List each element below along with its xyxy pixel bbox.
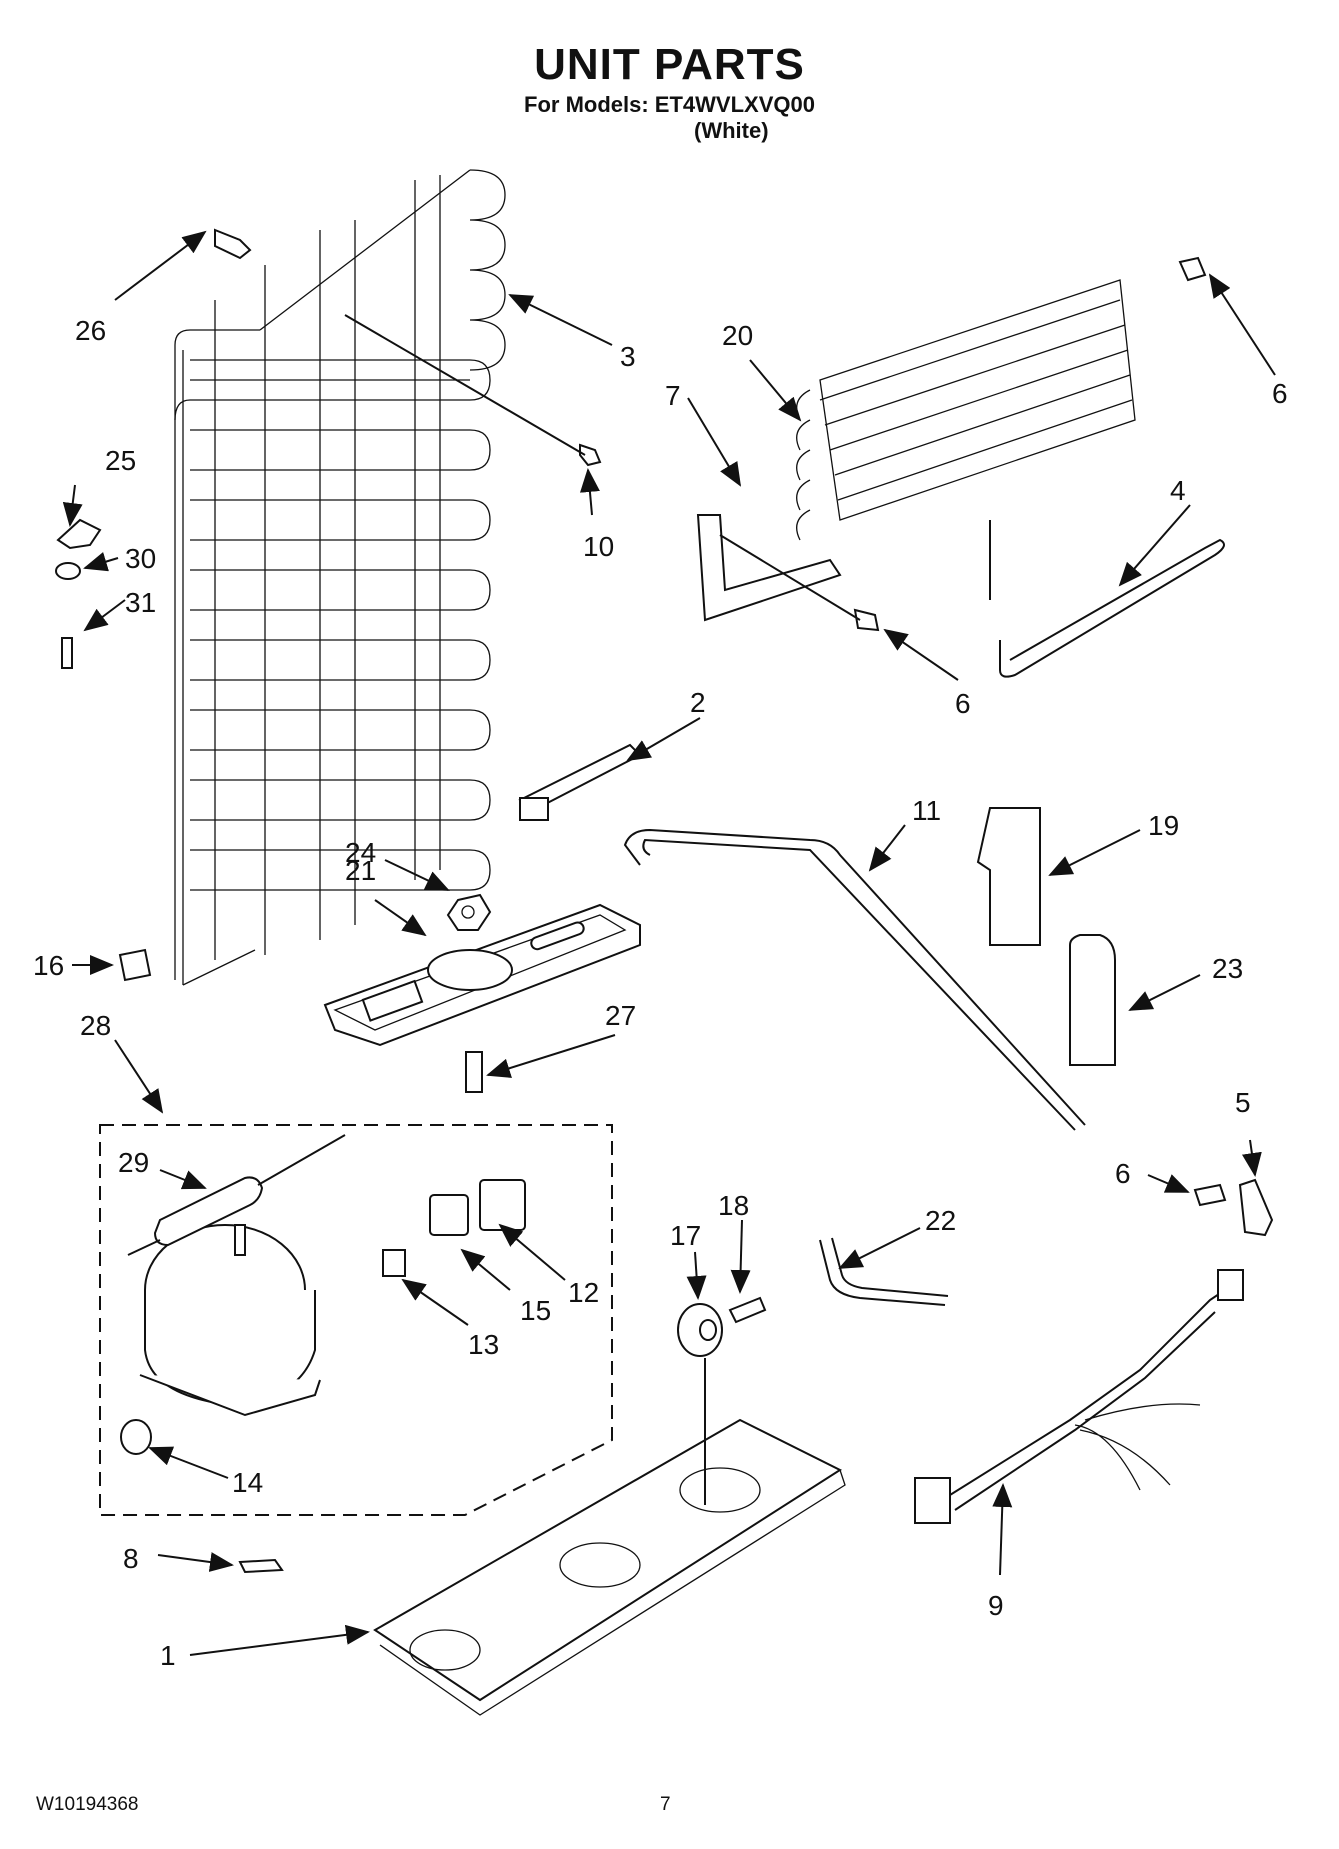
foam-block-19: [976, 807, 1041, 946]
callout-6-mid: 6: [955, 688, 971, 719]
callout-23: 23: [1212, 953, 1243, 984]
callout-2: 2: [690, 687, 706, 718]
nut: [446, 893, 492, 931]
callout-26: 26: [75, 315, 106, 346]
callout-5: 5: [1235, 1087, 1251, 1118]
callout-13: 13: [468, 1329, 499, 1360]
foam-block-23: [1069, 934, 1116, 1066]
page-number: 7: [660, 1794, 671, 1815]
drain-tube-connector: [465, 1051, 483, 1093]
roller: [677, 1296, 767, 1357]
callout-25: 25: [105, 445, 136, 476]
callout-16: 16: [33, 950, 64, 981]
callout-7: 7: [665, 380, 681, 411]
grommet: [120, 1419, 152, 1455]
screw-6-right: [1193, 1183, 1227, 1207]
callout-6-right: 6: [1115, 1158, 1131, 1189]
clip-8: [238, 1558, 284, 1574]
callout-21: 21: [345, 855, 376, 886]
callout-10: 10: [583, 531, 614, 562]
wire-harness: [914, 1269, 1244, 1524]
callout-6-top: 6: [1272, 378, 1288, 409]
bracket: [1238, 1178, 1274, 1237]
callout-1: 1: [160, 1640, 176, 1671]
callout-20: 20: [722, 320, 753, 351]
screw-6-mid: [853, 608, 880, 632]
screw-31: [61, 637, 73, 669]
callout-9: 9: [988, 1590, 1004, 1621]
condenser: [174, 169, 506, 986]
callout-11: 11: [912, 795, 941, 826]
callout-31: 31: [125, 587, 156, 618]
relay: [479, 1179, 526, 1231]
callout-22: 22: [925, 1205, 956, 1236]
screw-6-top: [1178, 256, 1207, 282]
screw-26: [214, 228, 252, 260]
callout-28: 28: [80, 1010, 111, 1041]
callout-17: 17: [670, 1220, 701, 1251]
base-plate: [373, 1418, 846, 1716]
page-title: UNIT PARTS: [534, 40, 805, 89]
callout-3: 3: [620, 341, 636, 372]
defrost-heater: [989, 520, 1225, 678]
callout-30: 30: [125, 543, 156, 574]
drain-tube: [623, 828, 1086, 1131]
compressor: [139, 1224, 321, 1417]
drain-trough: [696, 514, 842, 622]
clip-16: [118, 948, 152, 982]
callout-19: 19: [1148, 810, 1179, 841]
overload: [429, 1194, 469, 1236]
screw-10: [579, 443, 602, 467]
thermistor: [518, 743, 642, 821]
callout-8: 8: [123, 1543, 139, 1574]
drain-pan: [323, 903, 641, 1047]
callout-4: 4: [1170, 475, 1186, 506]
document-number: W10194368: [36, 1794, 139, 1815]
terminal-13: [382, 1249, 406, 1277]
process-tube: [819, 1237, 949, 1306]
models-line: For Models: ET4WVLXVQ00: [524, 92, 815, 117]
callout-18: 18: [718, 1190, 749, 1221]
callout-27: 27: [605, 1000, 636, 1031]
drier: [127, 1134, 346, 1256]
callout-12: 12: [568, 1277, 599, 1308]
callout-24: 24: [345, 837, 376, 868]
compressor-group-outline: [99, 1124, 613, 1516]
washer-30: [55, 562, 81, 580]
callout-14: 14: [232, 1467, 263, 1498]
color-line: (White): [694, 118, 769, 143]
callout-15: 15: [520, 1295, 551, 1326]
callout-29: 29: [118, 1147, 149, 1178]
evaporator: [796, 279, 1136, 541]
bracket-25: [56, 518, 102, 550]
